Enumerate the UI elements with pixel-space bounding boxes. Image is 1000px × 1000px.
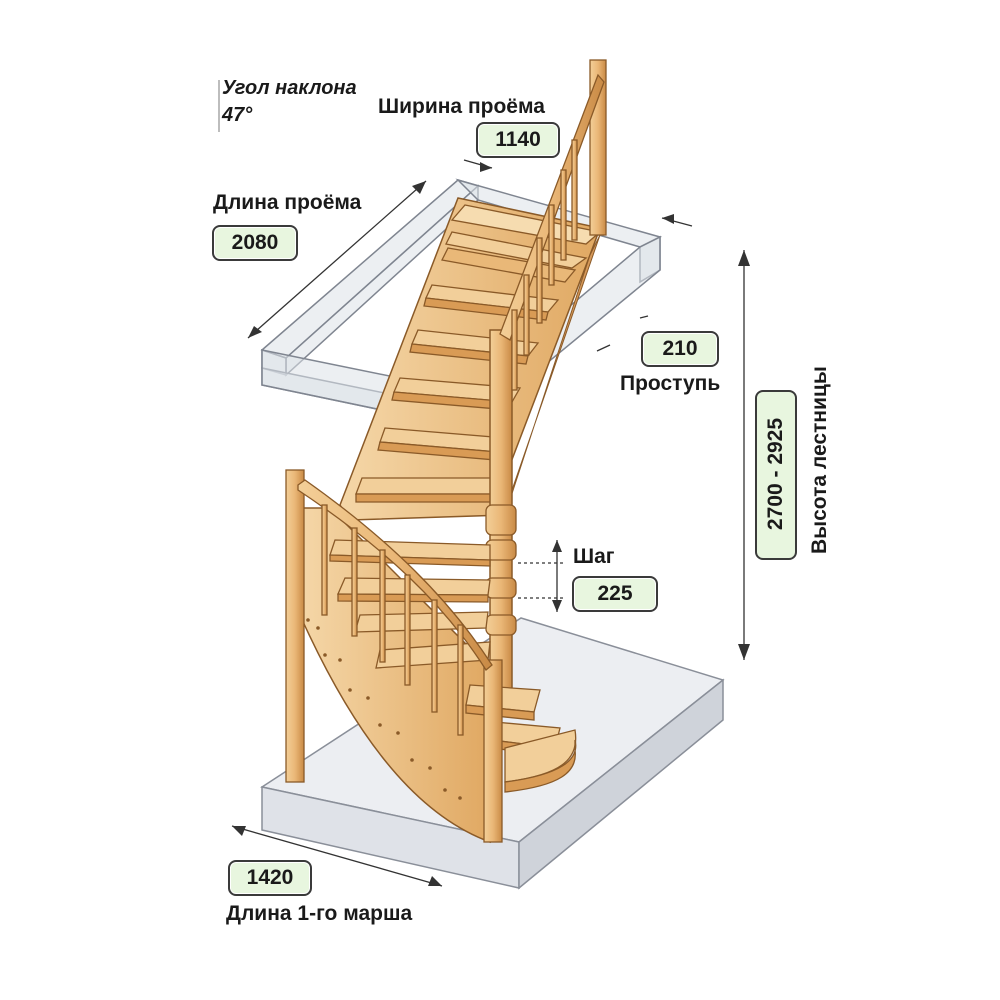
angle-value: 47°	[222, 104, 253, 126]
central-newel	[485, 329, 517, 711]
opening-width-label: Ширина проёма	[378, 95, 545, 118]
opening-length-badge: 2080	[212, 225, 298, 261]
first-flight-label: Длина 1-го марша	[226, 902, 413, 925]
tread-label: Проступь	[620, 372, 721, 395]
step-label: Шаг	[573, 545, 615, 568]
upper-handrail	[499, 59, 607, 391]
opening-width-badge: 1140	[476, 122, 560, 158]
tread-badge: 210	[641, 331, 719, 367]
height-label: Высота лестницы	[808, 366, 831, 554]
first-flight-badge: 1420	[228, 860, 312, 896]
step-badge: 225	[572, 576, 658, 612]
angle-title: Угол наклона	[222, 77, 357, 99]
height-badge	[755, 390, 797, 560]
lower-handrail	[285, 469, 503, 843]
opening-length-label: Длина проёма	[213, 191, 362, 214]
height-annotation: 2700 - 2925 Высота лестницы	[727, 300, 857, 630]
dimension-arrows	[232, 162, 750, 886]
dimension-lines	[218, 80, 745, 887]
height-value: 2700 - 2925	[764, 417, 787, 531]
